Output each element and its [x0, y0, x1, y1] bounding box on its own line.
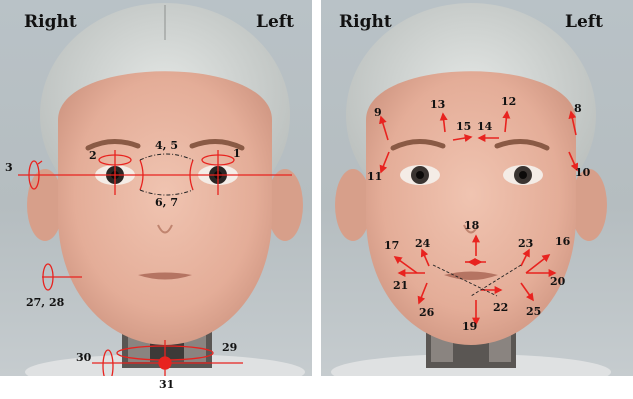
axis-label-13: 13 [430, 99, 445, 110]
left-face-drawing [0, 0, 312, 376]
axis-label-21: 21 [393, 280, 408, 291]
right-ear [27, 169, 63, 241]
axis-label-30: 30 [76, 352, 91, 363]
axis-label-16: 16 [555, 236, 570, 247]
axis-label-27-28: 27, 28 [26, 297, 64, 308]
right-face-drawing [321, 0, 633, 376]
label-right: Right [24, 12, 77, 32]
axis-label-3: 3 [5, 162, 13, 173]
right-eye [400, 165, 440, 185]
label-left: Left [256, 12, 294, 32]
left-ear [571, 169, 607, 241]
axis-label-10: 10 [575, 167, 590, 178]
left-face-photo: Right Left 1 2 3 4, 5 6, 7 27, 28 29 30 [0, 0, 312, 376]
axis-label-19: 19 [462, 321, 477, 332]
axis-label-4-5: 4, 5 [155, 140, 178, 151]
axis-label-17: 17 [384, 240, 399, 251]
axis-label-24: 24 [415, 238, 430, 249]
right-ear [335, 169, 371, 241]
axis-label-11: 11 [367, 171, 382, 182]
axis-label-18: 18 [464, 220, 479, 231]
axis-label-20: 20 [550, 276, 565, 287]
left-ear [267, 169, 303, 241]
axis-label-14: 14 [477, 121, 492, 132]
axis-label-6-7: 6, 7 [155, 197, 178, 208]
axis-label-12: 12 [501, 96, 516, 107]
axis-label-15: 15 [456, 121, 471, 132]
axis-label-23: 23 [518, 238, 533, 249]
left-eye [503, 165, 543, 185]
axis-label-22: 22 [493, 302, 508, 313]
label-right: Right [339, 12, 392, 32]
right-face-photo: Right Left 8 9 10 11 12 13 14 15 16 17 1… [321, 0, 633, 376]
axis-label-1: 1 [233, 148, 241, 159]
axis-label-9: 9 [374, 107, 382, 118]
axis-label-25: 25 [526, 306, 541, 317]
face-skin [366, 71, 576, 345]
axis-label-29: 29 [222, 342, 237, 353]
axis-label-2: 2 [89, 150, 97, 161]
axis-label-26: 26 [419, 307, 434, 318]
axis-label-8: 8 [574, 103, 582, 114]
axis-label-31: 31 [159, 379, 174, 390]
label-left: Left [565, 12, 603, 32]
